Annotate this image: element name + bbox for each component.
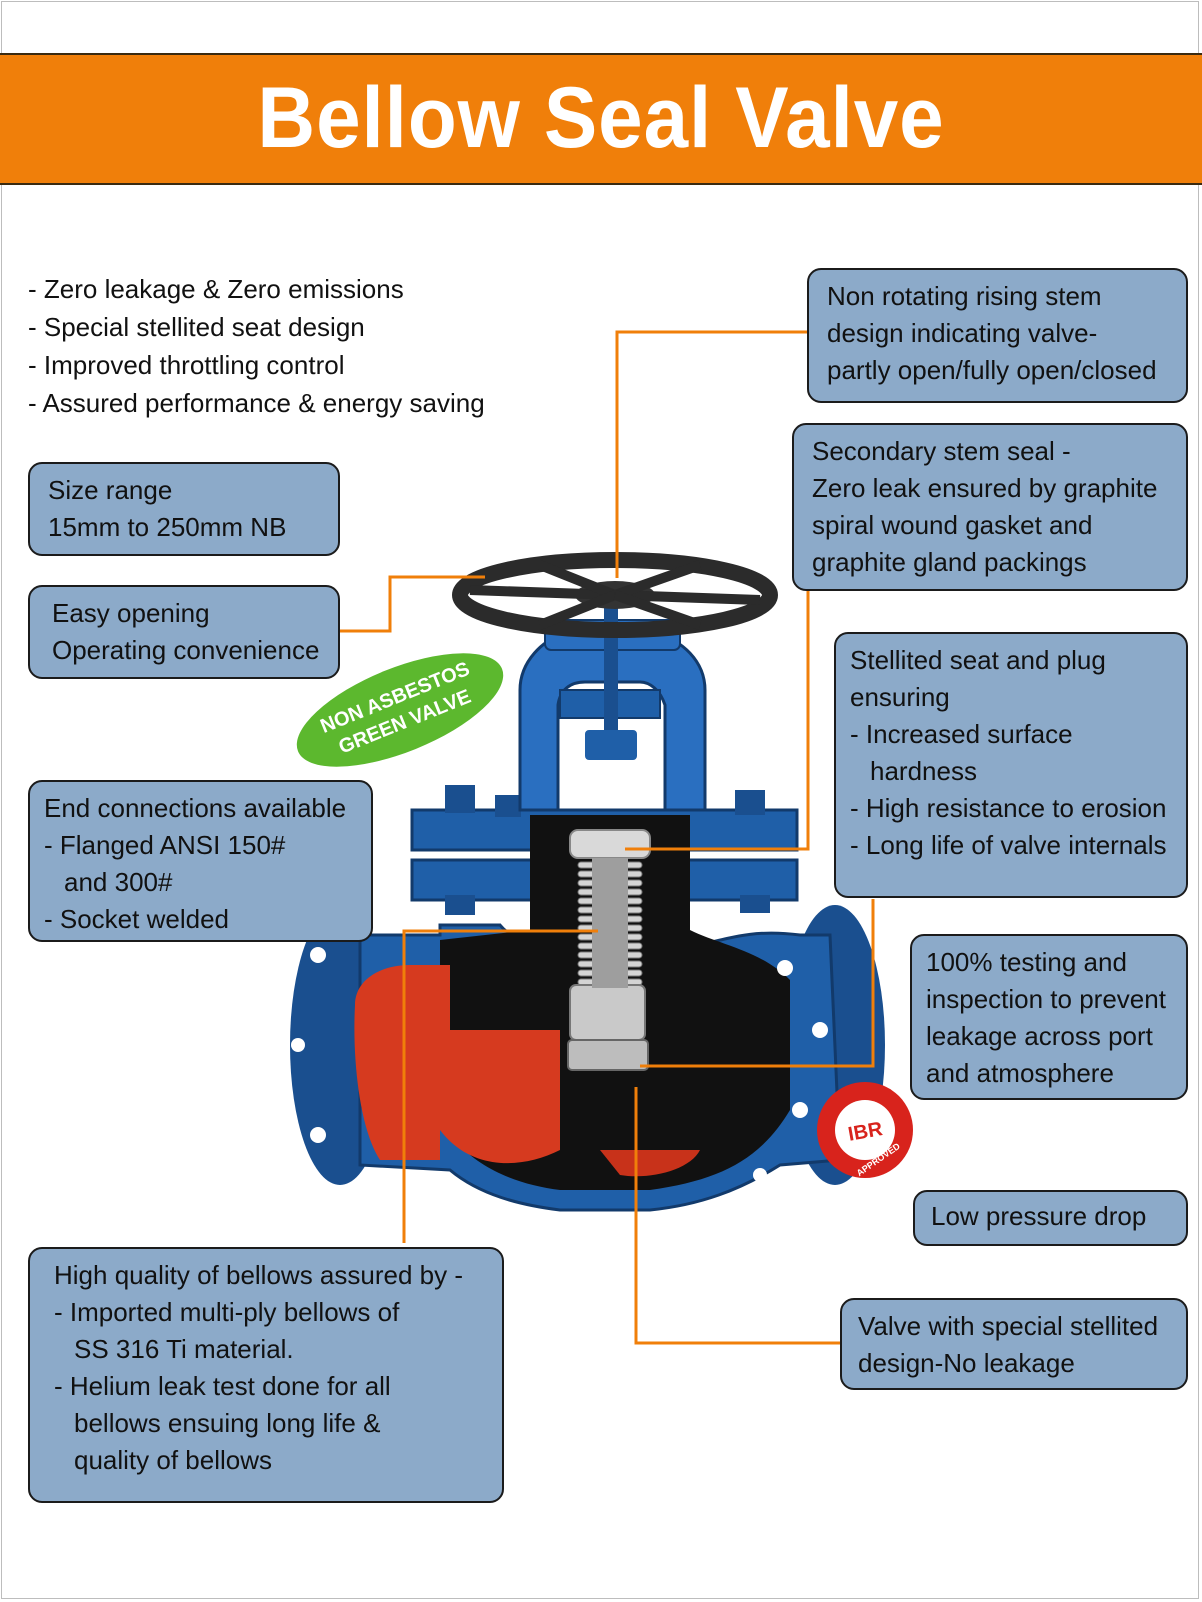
feature-item: - Assured performance & energy saving: [28, 388, 485, 418]
callout-line: leakage across port: [926, 1021, 1153, 1051]
callout-line: Stellited seat and plug: [850, 645, 1106, 675]
special-design-callout: Valve with special stellited design-No l…: [840, 1298, 1188, 1390]
callout-line: inspection to prevent: [926, 984, 1166, 1014]
non-asbestos-badge: NON ASBESTOS GREEN VALVE: [296, 653, 504, 767]
easy-opening-callout: Easy opening Operating convenience: [28, 585, 340, 679]
callout-line: hardness: [870, 756, 977, 786]
testing-callout: 100% testing and inspection to prevent l…: [910, 934, 1188, 1100]
callout-line: SS 316 Ti material.: [74, 1334, 294, 1364]
callout-line: graphite gland packings: [812, 547, 1087, 577]
callout-line: ensuring: [850, 682, 950, 712]
bellows-quality-callout: High quality of bellows assured by - - I…: [28, 1247, 504, 1503]
secondary-seal-callout: Secondary stem seal - Zero leak ensured …: [792, 423, 1188, 591]
callout-line: and 300#: [64, 867, 173, 897]
callout-line: - Imported multi-ply bellows of: [54, 1297, 400, 1327]
callout-line: - Flanged ANSI 150#: [44, 830, 286, 860]
feature-list: - Zero leakage & Zero emissions - Specia…: [28, 270, 485, 422]
feature-item: - Zero leakage & Zero emissions: [28, 274, 404, 304]
title-banner: Bellow Seal Valve: [0, 53, 1202, 185]
callout-line: Easy opening: [52, 598, 210, 628]
callout-line: Non rotating rising stem: [827, 281, 1102, 311]
callout-line: - Increased surface: [850, 719, 1073, 749]
callout-line: Zero leak ensured by graphite: [812, 473, 1158, 503]
callout-line: - Long life of valve internals: [850, 830, 1167, 860]
callout-line: End connections available: [44, 793, 347, 823]
callout-line: 15mm to 250mm NB: [48, 512, 287, 542]
ibr-approved-badge: IBR APPROVED: [817, 1082, 913, 1178]
callout-line: design-No leakage: [858, 1348, 1075, 1378]
end-connections-callout: End connections available - Flanged ANSI…: [28, 780, 373, 942]
callout-line: and atmosphere: [926, 1058, 1114, 1088]
callout-line: design indicating valve-: [827, 318, 1098, 348]
feature-item: - Improved throttling control: [28, 350, 345, 380]
callout-line: Operating convenience: [52, 635, 320, 665]
rising-stem-callout: Non rotating rising stem design indicati…: [807, 268, 1188, 403]
callout-line: Valve with special stellited: [858, 1311, 1159, 1341]
callout-line: - High resistance to erosion: [850, 793, 1167, 823]
stellited-seat-callout: Stellited seat and plug ensuring - Incre…: [834, 632, 1188, 898]
callout-line: 100% testing and: [926, 947, 1127, 977]
feature-item: - Special stellited seat design: [28, 312, 365, 342]
callout-line: Size range: [48, 475, 173, 505]
callout-line: partly open/fully open/closed: [827, 355, 1157, 385]
callout-line: - Socket welded: [44, 904, 229, 934]
size-range-callout: Size range 15mm to 250mm NB: [28, 462, 340, 556]
callout-line: quality of bellows: [74, 1445, 272, 1475]
callout-line: - Helium leak test done for all: [54, 1371, 391, 1401]
callout-line: spiral wound gasket and: [812, 510, 1093, 540]
callout-line: bellows ensuing long life &: [74, 1408, 381, 1438]
callout-line: High quality of bellows assured by -: [54, 1260, 463, 1290]
callout-line: Low pressure drop: [931, 1201, 1147, 1231]
page-title: Bellow Seal Valve: [257, 70, 945, 166]
pressure-drop-callout: Low pressure drop: [913, 1190, 1188, 1246]
callout-line: Secondary stem seal -: [812, 436, 1071, 466]
